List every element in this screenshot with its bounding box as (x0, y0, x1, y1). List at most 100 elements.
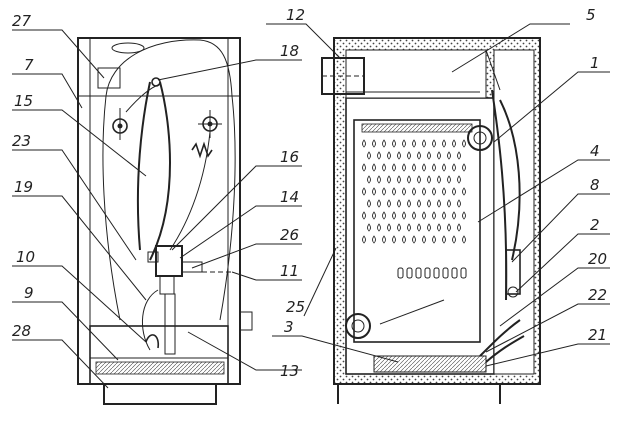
fin (432, 235, 436, 244)
label-3: 3 (284, 318, 294, 336)
fin (452, 139, 456, 148)
left-dial (112, 108, 128, 140)
label-7: 7 (24, 56, 34, 74)
fin (457, 175, 461, 184)
fin (377, 199, 381, 208)
fin (387, 199, 391, 208)
fin (457, 151, 461, 160)
fin (402, 163, 406, 172)
fin (452, 235, 456, 244)
fin (412, 211, 416, 220)
fin (412, 235, 416, 244)
fin (402, 139, 406, 148)
label-23: 23 (12, 132, 31, 150)
tube (460, 267, 467, 279)
fin (442, 187, 446, 196)
fin (382, 187, 386, 196)
fin (412, 139, 416, 148)
gas-valve (155, 245, 183, 277)
fin (432, 211, 436, 220)
fin (452, 163, 456, 172)
label-16: 16 (280, 148, 299, 166)
fin (427, 175, 431, 184)
tube (424, 267, 431, 279)
label-22: 22 (588, 286, 607, 304)
fin (407, 175, 411, 184)
fin (447, 199, 451, 208)
label-27: 27 (12, 12, 32, 30)
supply-fitting (467, 125, 493, 151)
fin (402, 235, 406, 244)
fin (392, 187, 396, 196)
fin (382, 139, 386, 148)
fin (382, 211, 386, 220)
fin (377, 151, 381, 160)
callout-labels: 27 7 15 23 19 10 9 28 18 16 14 26 11 25 … (12, 6, 607, 380)
fin (362, 187, 366, 196)
label-28: 28 (12, 322, 31, 340)
fin (392, 211, 396, 220)
fin (422, 187, 426, 196)
fin (407, 199, 411, 208)
fin (442, 139, 446, 148)
logo-plate (111, 42, 145, 54)
fin (452, 187, 456, 196)
fin (402, 211, 406, 220)
thermostat-box (97, 67, 121, 89)
fin (387, 151, 391, 160)
fin (432, 139, 436, 148)
fin (372, 235, 376, 244)
fin (362, 163, 366, 172)
fin-pattern (362, 139, 466, 244)
fin (392, 235, 396, 244)
fin (402, 187, 406, 196)
fin (372, 187, 376, 196)
tube (397, 267, 404, 279)
front-view (77, 37, 253, 405)
burner (373, 355, 487, 373)
fin (372, 163, 376, 172)
fin (407, 151, 411, 160)
label-10: 10 (16, 248, 35, 266)
fin (397, 175, 401, 184)
fin (427, 199, 431, 208)
fin (447, 223, 451, 232)
label-1: 1 (590, 54, 600, 72)
fin (447, 175, 451, 184)
tube (415, 267, 422, 279)
label-11: 11 (280, 262, 299, 280)
label-21: 21 (588, 326, 607, 344)
fin (397, 199, 401, 208)
fin (367, 175, 371, 184)
left-casing (77, 37, 241, 385)
fin (367, 223, 371, 232)
fin (422, 139, 426, 148)
fin (387, 223, 391, 232)
fin (412, 163, 416, 172)
fin (462, 235, 466, 244)
fin (417, 175, 421, 184)
tube (451, 267, 458, 279)
label-26: 26 (280, 226, 299, 244)
fin (457, 199, 461, 208)
fin (397, 223, 401, 232)
fin (417, 223, 421, 232)
fin (382, 235, 386, 244)
fin (437, 223, 441, 232)
fin (462, 139, 466, 148)
tube (442, 267, 449, 279)
fin (377, 175, 381, 184)
tube-bank (397, 267, 467, 279)
label-2: 2 (590, 216, 600, 234)
fin (362, 211, 366, 220)
tube (433, 267, 440, 279)
label-15: 15 (14, 92, 33, 110)
label-8: 8 (590, 176, 600, 194)
label-12: 12 (286, 6, 305, 24)
fin (457, 223, 461, 232)
heat-exchanger (353, 119, 481, 343)
label-9: 9 (24, 284, 34, 302)
fin (362, 139, 366, 148)
label-4: 4 (590, 142, 600, 160)
